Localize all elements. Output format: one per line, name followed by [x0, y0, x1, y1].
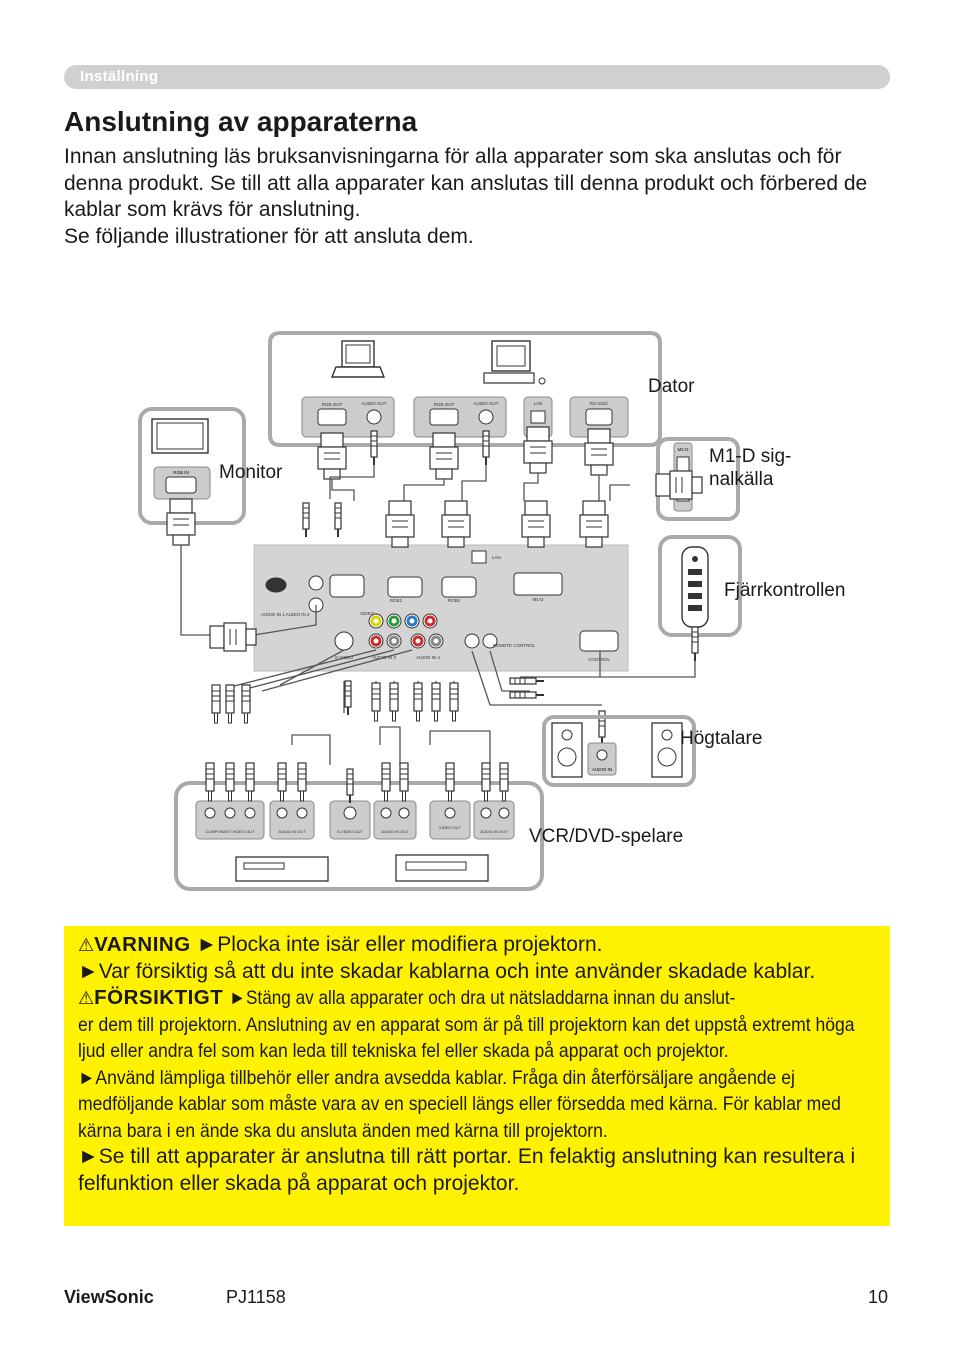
- page-number: 10: [867, 1287, 888, 1307]
- port-label-video-out: VIDEO OUT: [439, 825, 462, 830]
- port-label-rgb1: RGB1: [390, 598, 403, 603]
- forsiktigt-label: FÖRSIKTIGT: [94, 986, 224, 1009]
- port-label-control: CONTROL: [588, 657, 610, 662]
- port-label-audio-in-out-1: AUDIO IN OUT: [278, 829, 306, 834]
- port-label-audio-in-12: AUDIO IN 1 AUDIO IN 2: [261, 612, 310, 617]
- port-label-m1d: M1-D: [533, 597, 545, 602]
- section-name: Inställning: [80, 68, 159, 85]
- warning-triangle-icon: ⚠: [78, 935, 95, 955]
- section-header-bar: Inställning: [64, 65, 890, 89]
- caution-paragraph-3: ►Se till att apparater är anslutna till …: [78, 1145, 856, 1195]
- footer-brand: ViewSonic: [64, 1287, 154, 1307]
- label-monitor: Monitor: [219, 462, 283, 483]
- port-label-rgb-out-1: RGB OUT: [322, 402, 343, 407]
- label-remote-control: Fjärrkontrollen: [724, 580, 846, 601]
- port-label-audio-out-2: AUDIO OUT: [473, 401, 498, 406]
- caution-triangle-icon: ⚠: [78, 988, 95, 1008]
- port-label-m1d-source: M1-D: [678, 447, 690, 452]
- port-label-rs232c: RS-232C: [590, 401, 609, 406]
- port-label-lan-projector: LAN: [492, 555, 501, 560]
- intro-paragraph-2: Se följande illustrationer för att anslu…: [64, 225, 474, 248]
- port-label-audio-in-4: AUDIO IN 4: [416, 655, 440, 660]
- label-m1d-source: M1-D sig- nalkälla: [709, 446, 792, 490]
- port-label-video: VIDEO: [360, 611, 375, 616]
- port-label-audio-in-out-3: AUDIO IN OUT: [480, 829, 508, 834]
- port-label-remote-control: REMOTE CONTROL: [493, 643, 536, 648]
- port-label-rgb-in: RGB IN: [173, 470, 189, 475]
- caution-paragraph-1: er dem till projektorn. Anslutning av en…: [78, 1013, 855, 1063]
- port-label-audio-in-out-2: AUDIO IN OUT: [381, 829, 409, 834]
- varning-text-2: ►Var försiktig så att du inte skadar kab…: [78, 959, 816, 983]
- varning-text: ►Plocka inte isär eller modifiera projek…: [196, 933, 603, 956]
- intro-paragraph: Innan anslutning läs bruksanvisningarna …: [64, 145, 868, 221]
- connection-diagram: RGB OUT AUDIO OUT RGB OUT AUDIO OUT LAN …: [138, 331, 742, 891]
- caution-paragraph-2: ►Använd lämpliga tillbehör eller andra a…: [78, 1066, 841, 1142]
- port-label-rgb2: RGB2: [448, 598, 461, 603]
- varning-label: VARNING: [94, 933, 191, 956]
- label-vcr-dvd: VCR/DVD-spelare: [529, 826, 684, 847]
- port-label-audio-out-1: AUDIO OUT: [361, 401, 386, 406]
- label-speakers: Högtalare: [680, 728, 763, 749]
- footer-model: PJ1158: [226, 1287, 286, 1307]
- page-title: Anslutning av apparaterna: [64, 106, 418, 137]
- warning-box: ⚠VARNING ►Plocka inte isär eller modifie…: [64, 926, 890, 1226]
- port-label-rgb-out-2: RGB OUT: [434, 402, 455, 407]
- label-dator: Dator: [648, 376, 695, 397]
- port-label-svideo-out: S-VIDEO OUT: [337, 829, 364, 834]
- port-label-lan: LAN: [534, 401, 543, 406]
- forsiktigt-text: ►Stäng av alla apparater och dra ut näts…: [228, 987, 736, 1009]
- port-label-component-out: COMPONENT VIDEO OUT: [205, 829, 255, 834]
- port-label-speaker-audio-in: AUDIO IN: [592, 767, 612, 772]
